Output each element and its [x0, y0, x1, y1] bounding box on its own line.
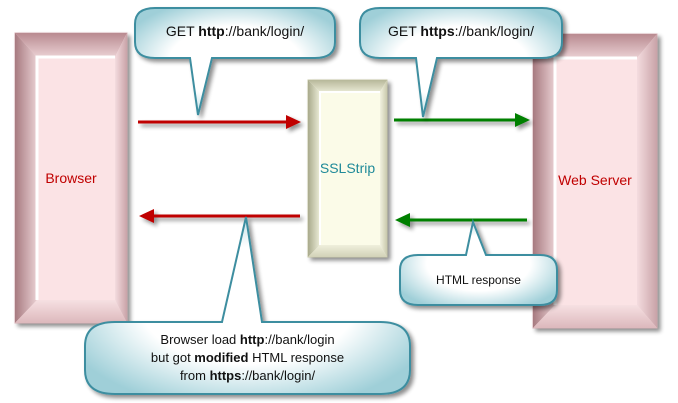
line1-prefix: Browser load: [160, 332, 240, 347]
arrow-server-to-sslstrip: [395, 213, 527, 227]
callout-get-https-shape: [359, 7, 563, 118]
browser-box: [14, 32, 128, 324]
callout-html-response-shape: [399, 218, 558, 306]
line2-suffix: HTML response: [248, 350, 345, 365]
callout-modified-shape: [84, 216, 411, 395]
callout-html-response: HTML response: [436, 273, 521, 287]
arrow-browser-to-sslstrip: [138, 115, 301, 129]
callout-get-https: GET https://bank/login/: [360, 23, 562, 40]
arrow-sslstrip-to-browser: [139, 209, 300, 223]
line3-prefix: from: [179, 368, 210, 383]
callout-modified-line1: Browser load http://bank/login: [85, 331, 410, 349]
callout-get-http: GET http://bank/login/: [135, 23, 335, 40]
sslstrip-label: SSLStrip: [319, 160, 376, 176]
web-server-label: Web Server: [558, 172, 632, 188]
browser-label: Browser: [45, 170, 97, 186]
callout-get-https-suffix: ://bank/login/: [454, 23, 535, 39]
callout-get-http-shape: [134, 7, 336, 116]
line3-bold: https: [209, 368, 242, 383]
callout-get-https-prefix: GET: [387, 23, 421, 39]
arrow-sslstrip-to-server: [394, 113, 530, 127]
line2-prefix: but got: [150, 350, 195, 365]
callout-get-https-bold: https: [420, 23, 455, 39]
callout-modified: Browser load http://bank/login but got m…: [85, 331, 410, 385]
line3-suffix: ://bank/login/: [241, 368, 316, 383]
sslstrip-box: [307, 79, 388, 258]
callout-get-http-suffix: ://bank/login/: [224, 23, 305, 39]
line1-bold: http: [239, 332, 265, 347]
line2-bold: modified: [194, 350, 249, 365]
callout-get-http-prefix: GET: [165, 23, 199, 39]
callout-modified-line3: from https://bank/login/: [85, 367, 410, 385]
line1-suffix: ://bank/login: [264, 332, 335, 347]
callout-get-http-bold: http: [198, 23, 225, 39]
web-server-box: [532, 33, 658, 329]
callout-modified-line2: but got modified HTML response: [85, 349, 410, 367]
